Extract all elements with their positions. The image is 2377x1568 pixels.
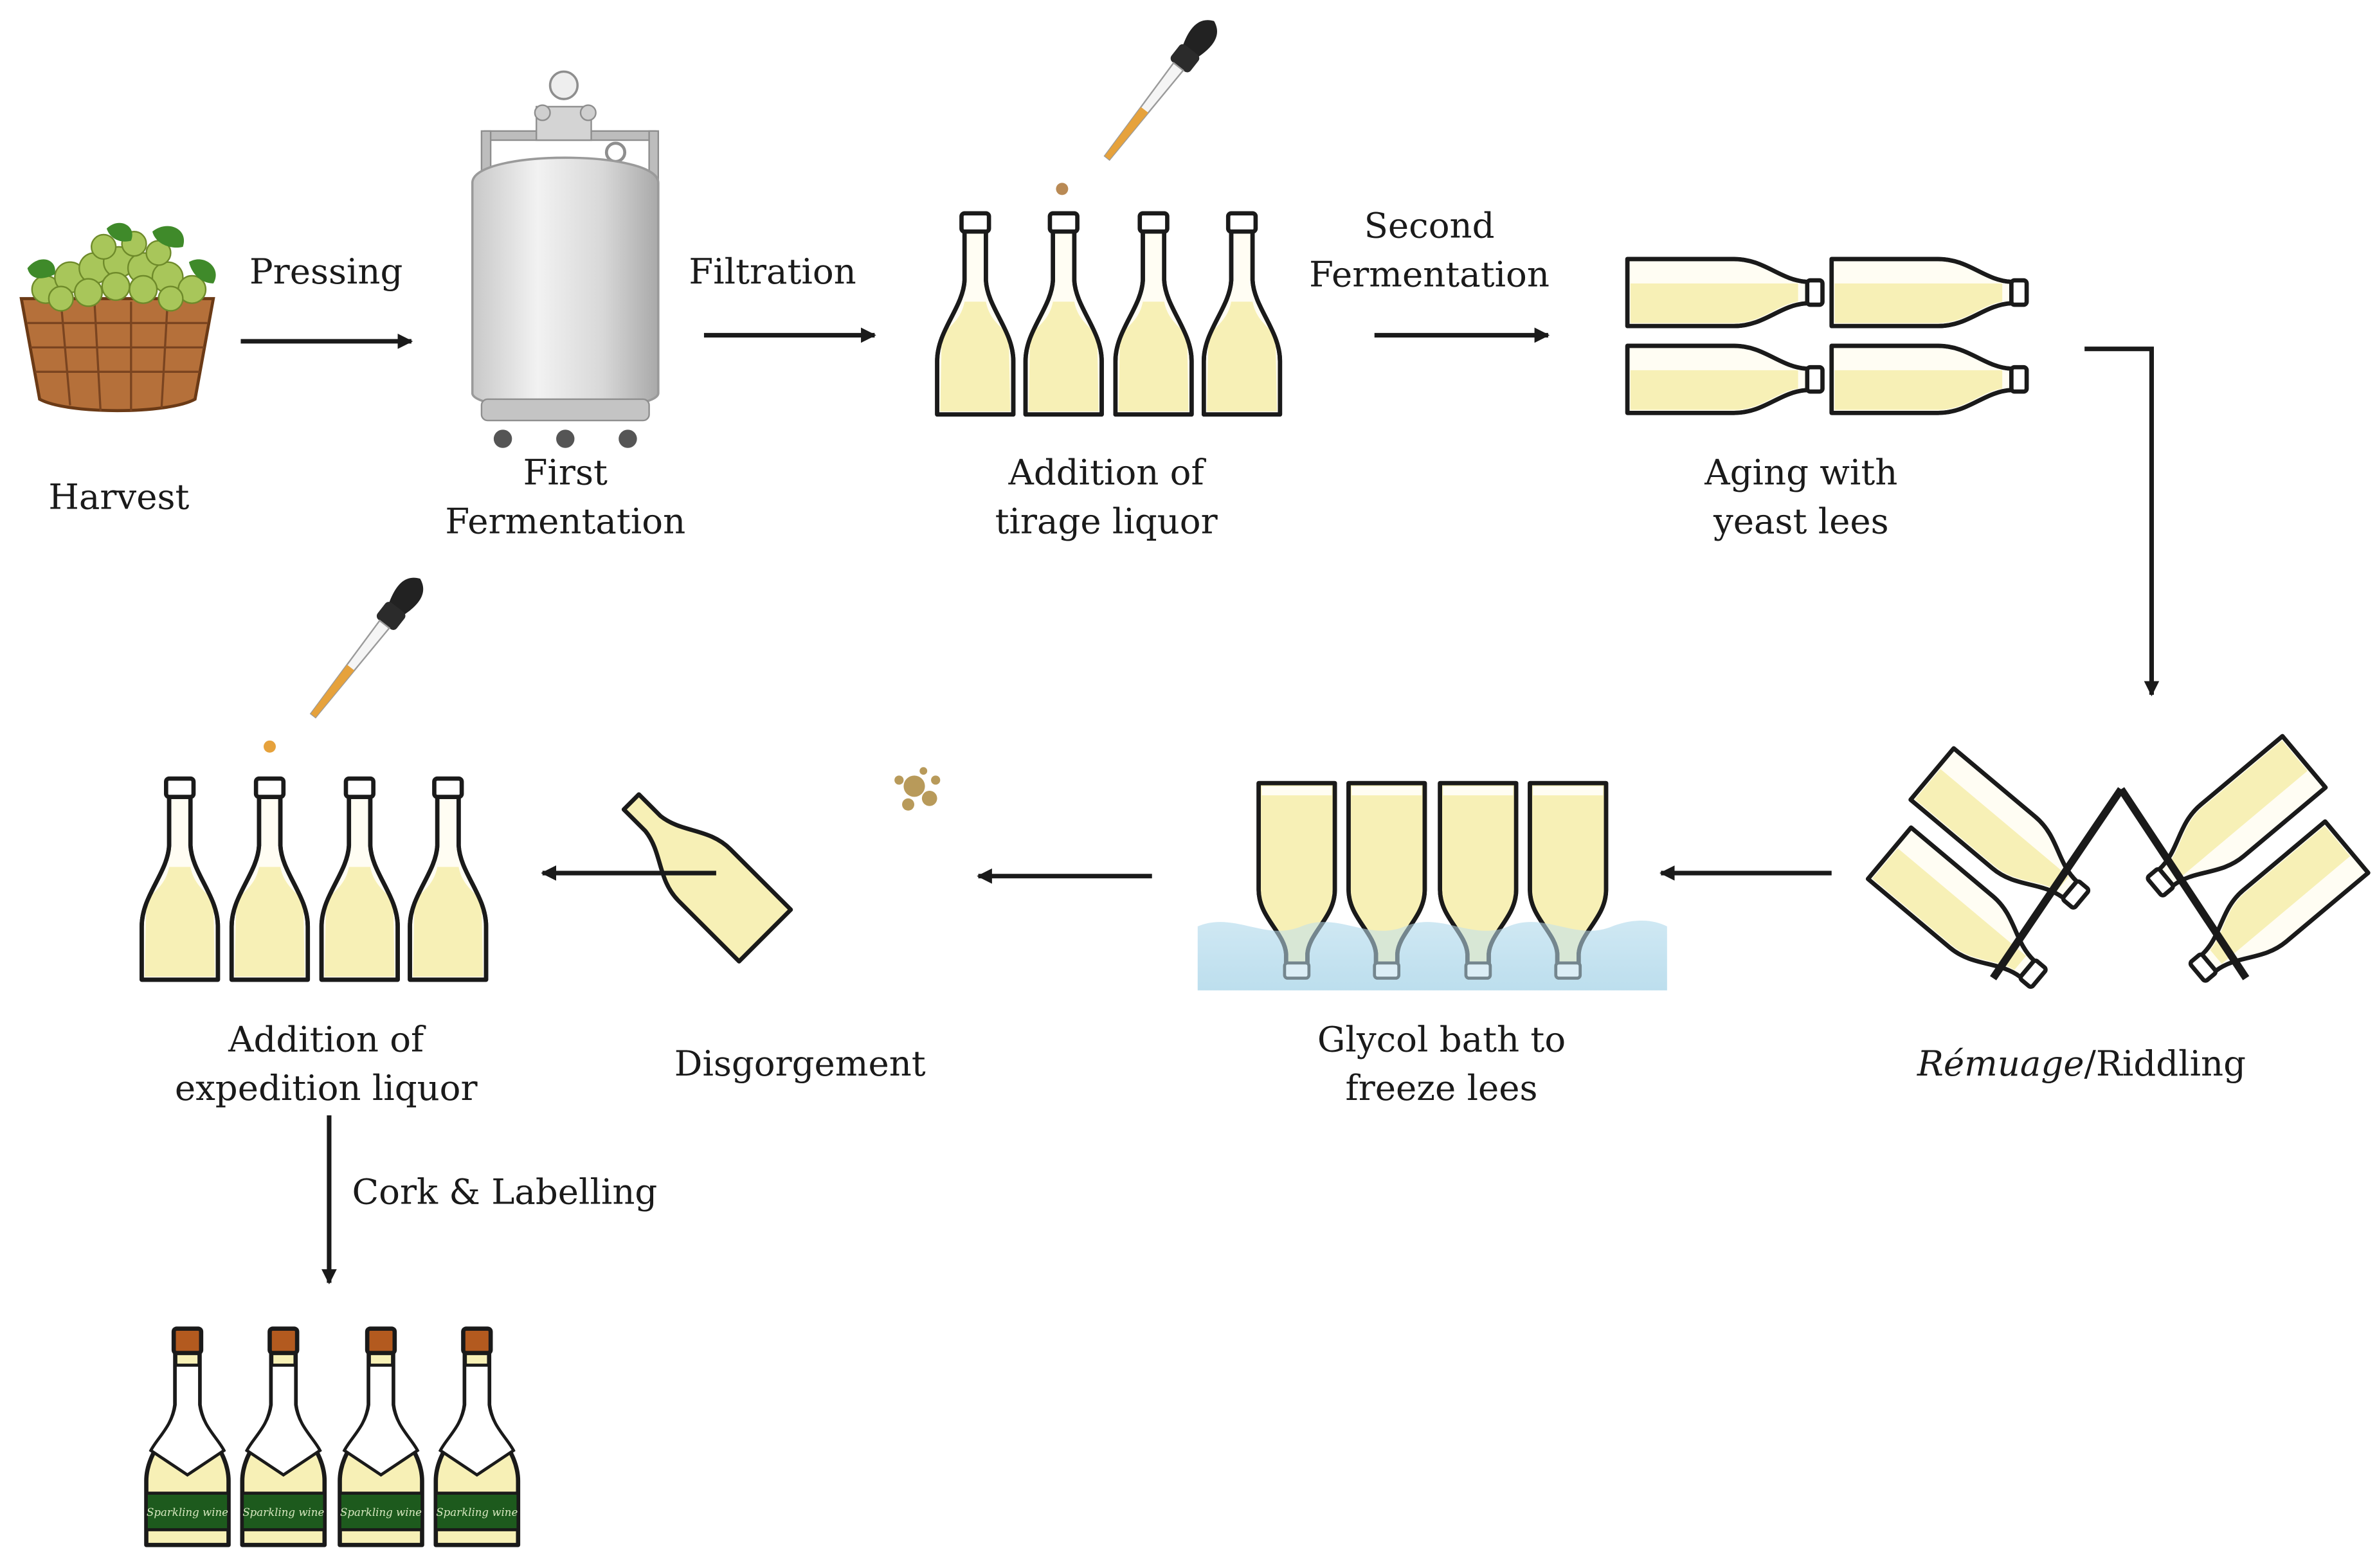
expedition-bottles-icon bbox=[141, 779, 486, 980]
bottle-label-text: Sparkling wine bbox=[242, 1506, 324, 1518]
arrow-to-remuage bbox=[2084, 347, 2160, 697]
label-disgorgement: Disgorgement bbox=[674, 1043, 926, 1084]
label-glycol-line1: Glycol bath to bbox=[1317, 1018, 1566, 1059]
label-aging-line2: yeast lees bbox=[1713, 501, 1889, 542]
dropper-icon bbox=[1096, 12, 1225, 167]
label-aging-line1: Aging with bbox=[1704, 452, 1897, 493]
label-harvest: Harvest bbox=[48, 476, 189, 518]
disgorgement-bottle-icon bbox=[621, 767, 941, 964]
label-remuage: Rémuage/Riddling bbox=[1917, 1043, 2246, 1084]
riddling-rack-icon bbox=[1868, 736, 2368, 1004]
label-first-fermentation-line1: First bbox=[523, 452, 608, 493]
label-tirage-line1: Addition of bbox=[1008, 452, 1207, 493]
bottle-label-text: Sparkling wine bbox=[147, 1506, 228, 1518]
aging-bottles-icon bbox=[1627, 259, 2027, 413]
label-cork-labelling: Cork & Labelling bbox=[352, 1171, 657, 1212]
label-tirage-line2: tirage liquor bbox=[995, 501, 1218, 542]
label-remuage-rest: /Riddling bbox=[2084, 1043, 2246, 1084]
drop-icon bbox=[264, 740, 276, 753]
bottle-label-text: Sparkling wine bbox=[436, 1506, 518, 1518]
label-second-fermentation-line1: Second bbox=[1364, 205, 1495, 246]
label-expedition-line2: expedition liquor bbox=[175, 1067, 478, 1108]
bottle-label-text: Sparkling wine bbox=[340, 1506, 422, 1518]
glycol-bath-icon bbox=[1197, 783, 1667, 991]
drop-icon bbox=[1056, 183, 1069, 195]
tirage-bottles-icon bbox=[937, 213, 1280, 415]
label-second-fermentation-line2: Fermentation bbox=[1309, 254, 1550, 295]
grape-basket-icon bbox=[19, 222, 216, 413]
fermentation-tank-icon bbox=[471, 70, 660, 448]
label-first-fermentation-line2: Fermentation bbox=[445, 501, 685, 542]
label-pressing: Pressing bbox=[249, 251, 402, 292]
label-glycol-line2: freeze lees bbox=[1346, 1067, 1538, 1108]
label-filtration: Filtration bbox=[689, 251, 856, 292]
dropper-icon bbox=[302, 570, 431, 725]
label-expedition-line1: Addition of bbox=[228, 1018, 426, 1059]
label-remuage-italic: Rémuage bbox=[1917, 1043, 2084, 1084]
